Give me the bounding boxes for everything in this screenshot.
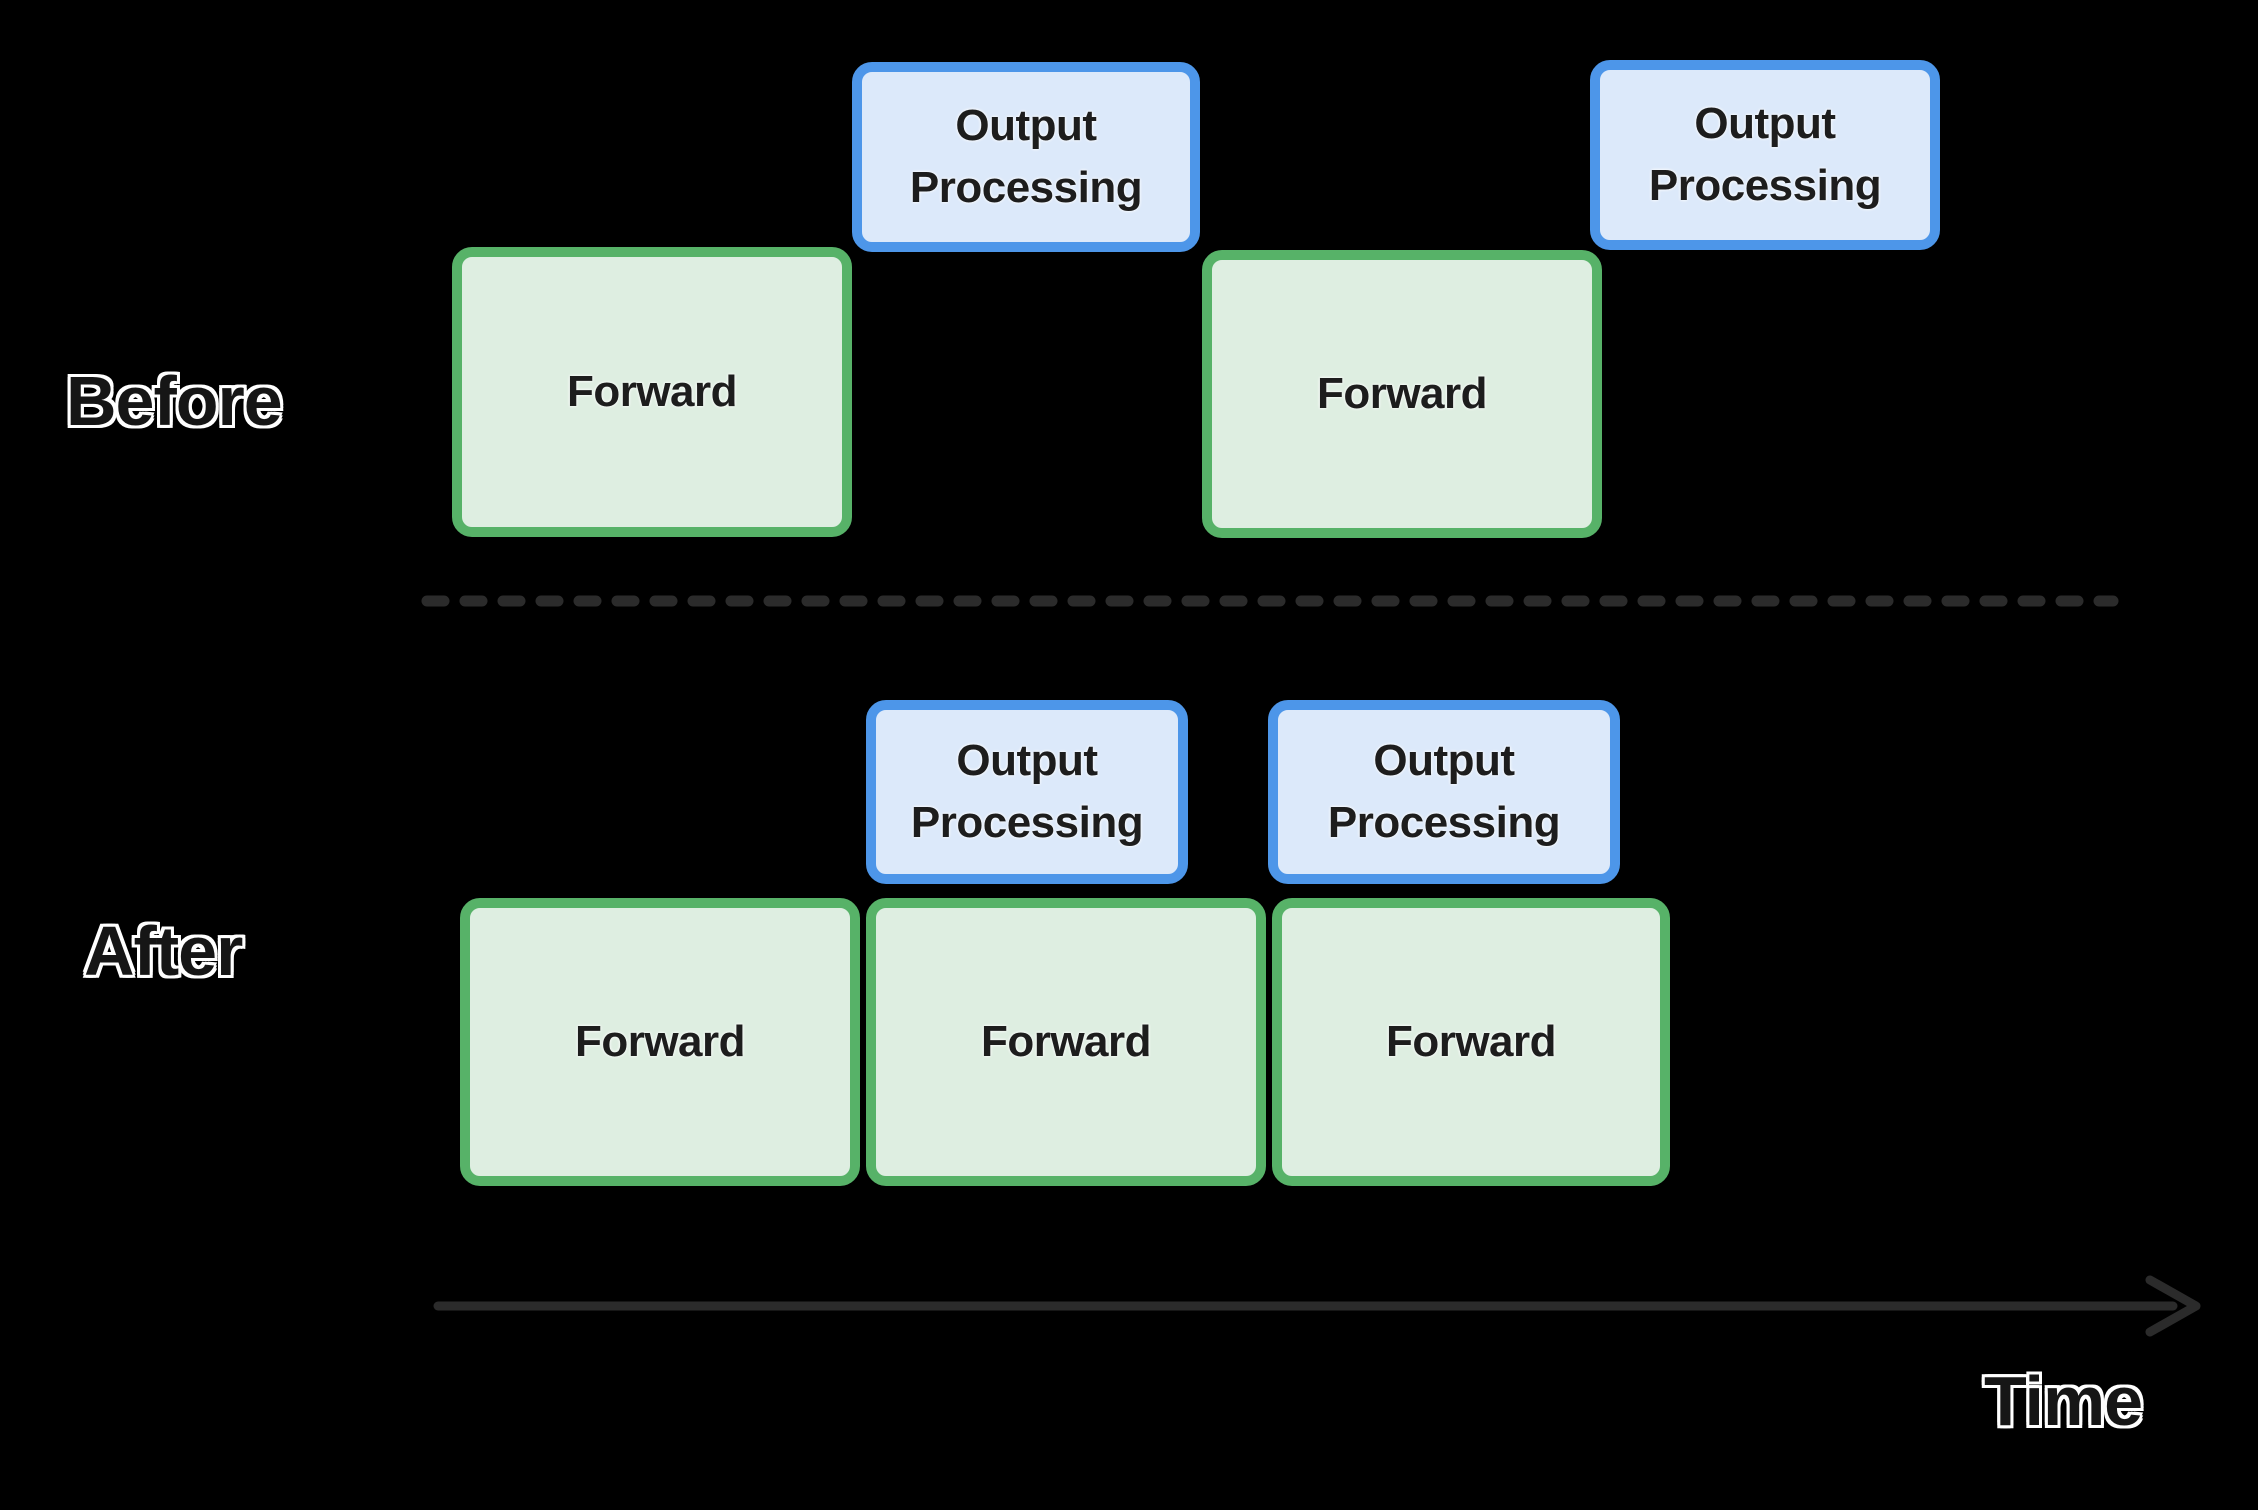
output-processing-box: Output Processing: [1268, 700, 1620, 884]
forward-box-label: Forward: [1316, 368, 1488, 418]
after-label: After: [84, 912, 243, 990]
forward-box-label: Forward: [574, 1016, 746, 1066]
forward-box-label: Forward: [980, 1016, 1152, 1066]
before-label: Before: [66, 362, 283, 440]
output-processing-box-label: Output Processing: [910, 735, 1144, 847]
forward-box-label: Forward: [566, 366, 738, 416]
forward-box: Forward: [1202, 250, 1602, 538]
output-processing-box-label: Output Processing: [1648, 98, 1882, 210]
forward-box: Forward: [866, 898, 1266, 1186]
forward-box: Forward: [1272, 898, 1670, 1186]
output-processing-box-label: Output Processing: [1327, 735, 1561, 847]
time-axis-arrow: [433, 1275, 2201, 1337]
time-label: Time: [1984, 1362, 2143, 1440]
forward-box: Forward: [460, 898, 860, 1186]
section-divider-dashed-line: [421, 595, 2119, 607]
output-processing-box: Output Processing: [866, 700, 1188, 884]
output-processing-box: Output Processing: [1590, 60, 1940, 250]
output-processing-box: Output Processing: [852, 62, 1200, 252]
forward-box-label: Forward: [1385, 1016, 1557, 1066]
forward-box: Forward: [452, 247, 852, 537]
output-processing-box-label: Output Processing: [909, 100, 1143, 212]
